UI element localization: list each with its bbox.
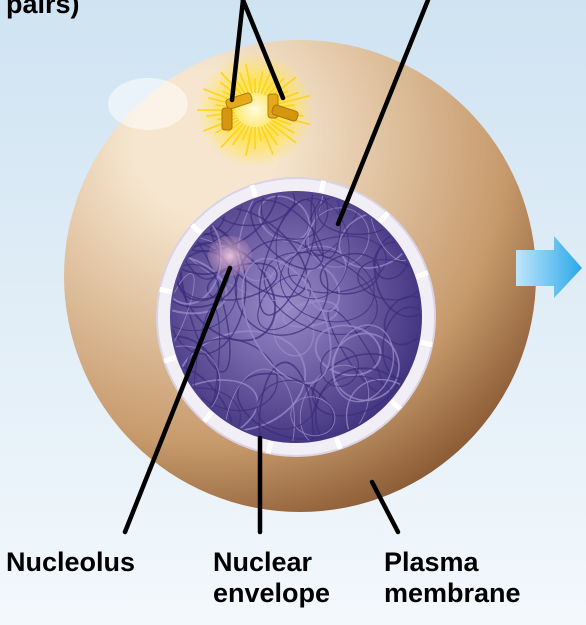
centrosome-icon xyxy=(197,52,313,168)
label-nucleolus: Nucleolus xyxy=(6,548,135,577)
label-plasma-membrane-line2: membrane xyxy=(384,579,521,608)
nucleus-interior xyxy=(170,191,422,443)
nuclear-pore xyxy=(160,289,172,291)
nuclear-pore xyxy=(321,181,323,193)
label-nuclear-envelope-line2: envelope xyxy=(213,579,330,608)
centriole-left-perp xyxy=(222,108,232,130)
label-nuclear-envelope-line1: Nuclear xyxy=(213,548,312,577)
label-top-fragment: pairs) xyxy=(6,0,80,19)
nuclear-pore xyxy=(420,342,432,344)
nuclear-pore xyxy=(268,441,270,453)
cell-highlight xyxy=(108,78,188,130)
label-plasma-membrane-line1: Plasma xyxy=(384,548,479,577)
